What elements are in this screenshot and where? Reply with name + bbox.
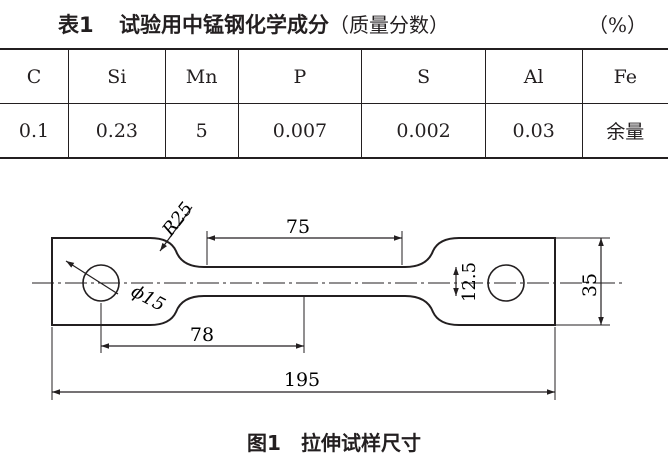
value-cell: 0.1 (0, 103, 69, 159)
table-label: 表1 (58, 13, 94, 37)
value-cell: 5 (164, 103, 239, 159)
value-cell: 0.007 (237, 103, 362, 159)
header-cell: Si (68, 48, 166, 104)
table-unit: （%） (588, 13, 648, 37)
r25-label: R25 (158, 198, 198, 240)
header-cell: C (0, 48, 69, 104)
dim-35-label: 35 (579, 273, 601, 297)
table-caption: 表1 试验用中锰钢化学成分（质量分数） （%） (0, 3, 668, 39)
table-title: 试验用中锰钢化学成分（质量分数） (119, 9, 449, 39)
header-cell: Mn (164, 48, 239, 104)
table-title-note: （质量分数） (329, 13, 449, 37)
hole-15-label: ϕ15 (128, 281, 169, 316)
specimen-drawing: R25 75 12.5 35 ϕ15 78 195 (32, 198, 625, 400)
figure-caption: 图1 拉伸试样尺寸 (247, 431, 421, 455)
hole-leader (65, 260, 119, 295)
header-cell: S (361, 48, 486, 104)
header-row: C Si Mn P S Al Fe (0, 48, 668, 104)
r25-leader (159, 206, 193, 252)
dim-75-label: 75 (286, 216, 310, 238)
header-cell: Al (484, 48, 583, 104)
dim-195-label: 195 (284, 369, 320, 391)
dim-12-5-label: 12.5 (459, 262, 480, 302)
value-cell: 0.002 (361, 103, 486, 159)
dim-78-label: 78 (190, 324, 214, 346)
composition-table: C Si Mn P S Al Fe 0.1 0.23 5 0.007 0.002… (0, 48, 668, 159)
value-cell: 0.23 (68, 103, 166, 159)
value-cell: 余量 (581, 103, 668, 159)
table-title-text: 试验用中锰钢化学成分 (119, 13, 329, 37)
header-cell: Fe (581, 48, 668, 104)
table-row: 0.1 0.23 5 0.007 0.002 0.03 余量 (0, 103, 668, 159)
value-cell: 0.03 (484, 103, 583, 159)
header-cell: P (237, 48, 362, 104)
